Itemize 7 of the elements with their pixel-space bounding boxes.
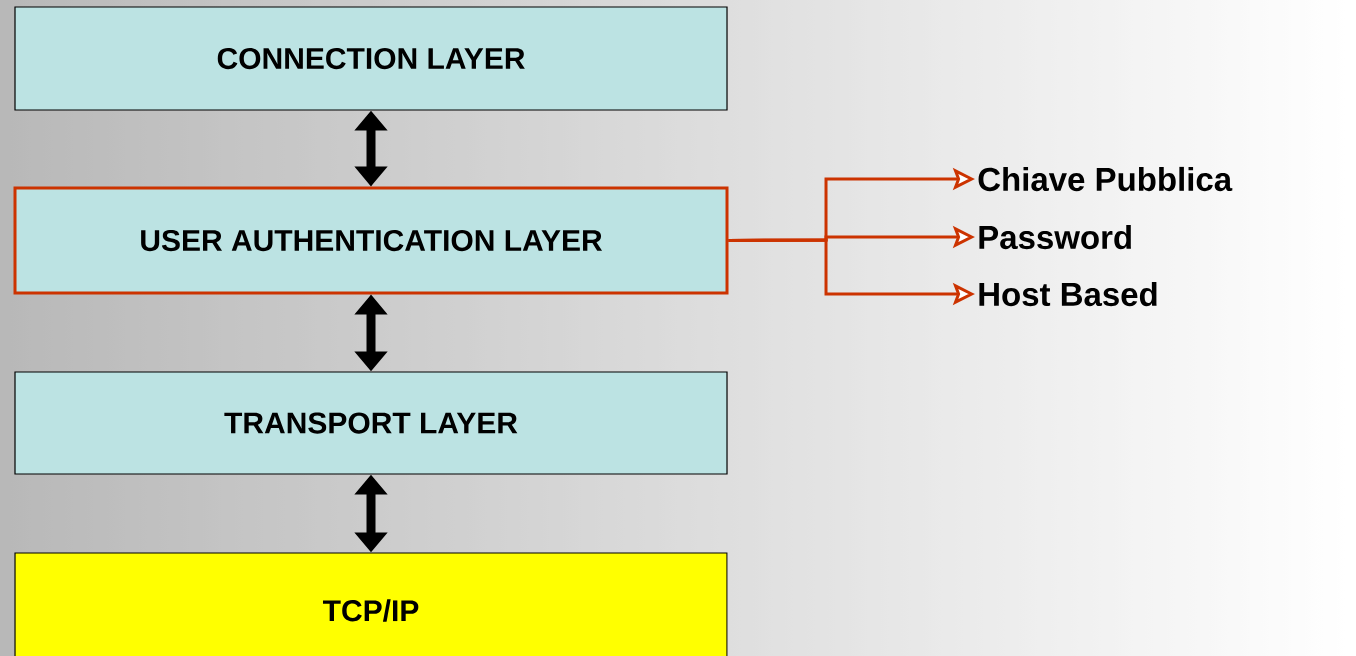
method-label: Password [979, 224, 1131, 250]
layer-box: TRANSPORT LAYER [14, 371, 728, 475]
layer-box: TCP/IP [14, 552, 728, 656]
method-label: Host Based [979, 281, 1157, 307]
layer-box: CONNECTION LAYER [14, 6, 728, 111]
layer-box: USER AUTHENTICATION LAYER [13, 186, 729, 295]
method-label: Chiave Pubblica [978, 166, 1233, 192]
